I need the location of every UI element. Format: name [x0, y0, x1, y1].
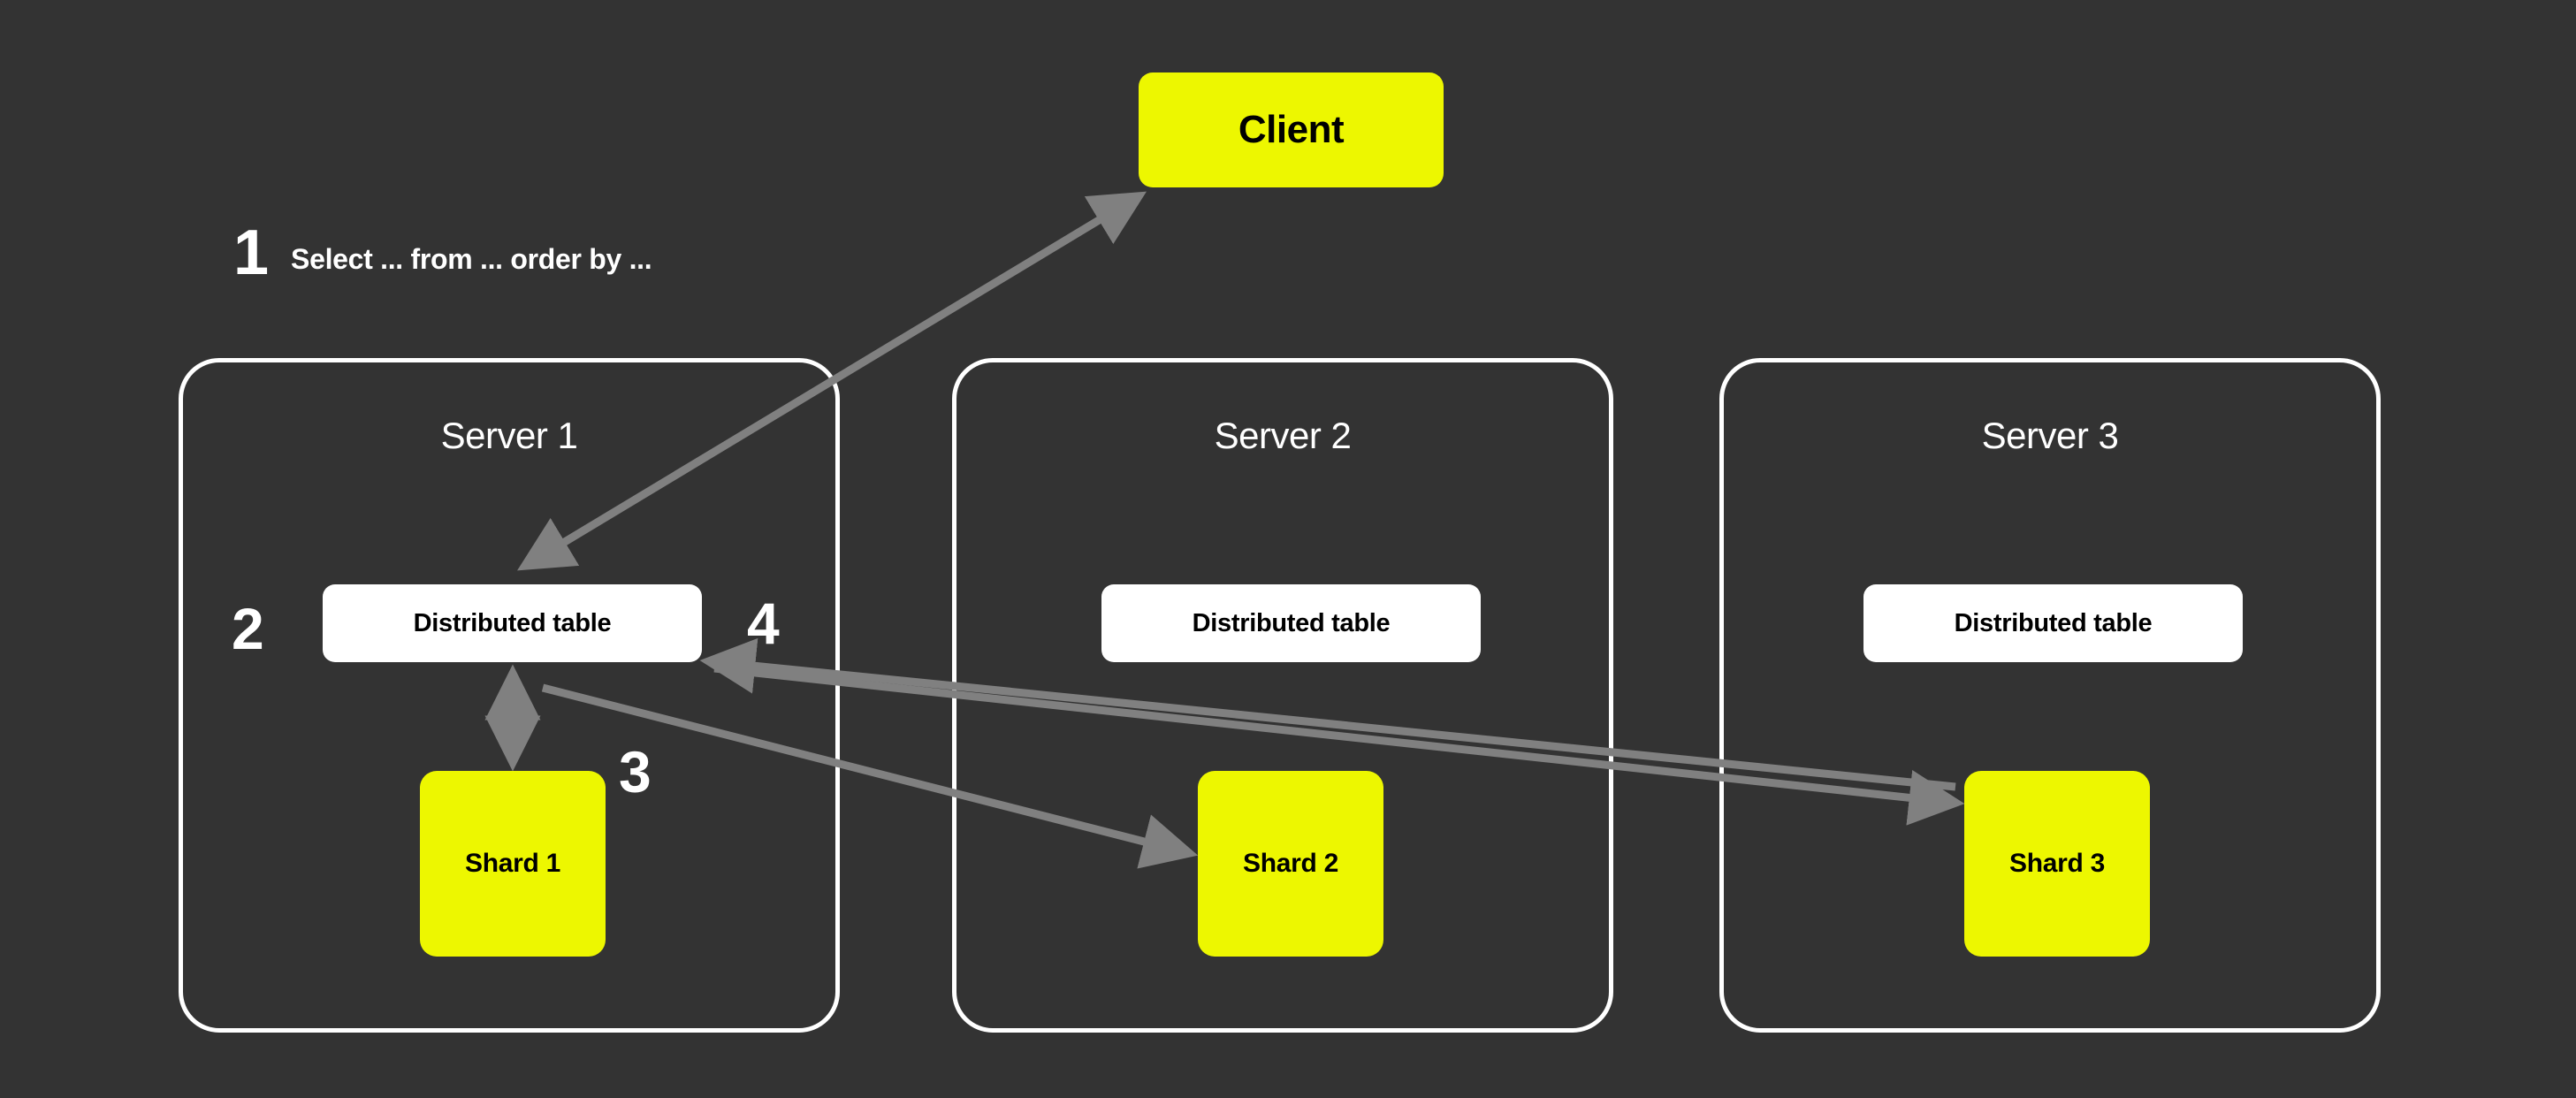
shard-label-1: Shard 1 — [465, 849, 560, 878]
distributed-table-label-2: Distributed table — [1192, 608, 1391, 637]
step-2-number: 2 — [232, 596, 264, 661]
distributed-table-node-3[interactable]: Distributed table — [1863, 584, 2243, 662]
distributed-table-node-1[interactable]: Distributed table — [323, 584, 702, 662]
shard-label-3: Shard 3 — [2009, 849, 2105, 878]
server-title-2: Server 2 — [1214, 415, 1352, 456]
server-title-3: Server 3 — [1981, 415, 2119, 456]
step-4-number: 4 — [747, 591, 780, 656]
distributed-table-label-3: Distributed table — [1954, 608, 2153, 637]
client-label: Client — [1238, 108, 1345, 151]
shard-node-2[interactable]: Shard 2 — [1198, 771, 1383, 957]
step-3-number: 3 — [619, 739, 652, 804]
shard-label-2: Shard 2 — [1243, 849, 1338, 878]
step-1-query-text: Select ... from ... order by ... — [291, 243, 652, 275]
distributed-table-node-2[interactable]: Distributed table — [1101, 584, 1481, 662]
client-node[interactable]: Client — [1139, 72, 1444, 187]
server-title-1: Server 1 — [440, 415, 578, 456]
shard-node-1[interactable]: Shard 1 — [420, 771, 606, 957]
shard-node-3[interactable]: Shard 3 — [1964, 771, 2150, 957]
step-1-annotation: 1 Select ... from ... order by ... — [233, 221, 652, 285]
step-1-number: 1 — [233, 217, 269, 288]
distributed-table-label-1: Distributed table — [413, 608, 612, 637]
